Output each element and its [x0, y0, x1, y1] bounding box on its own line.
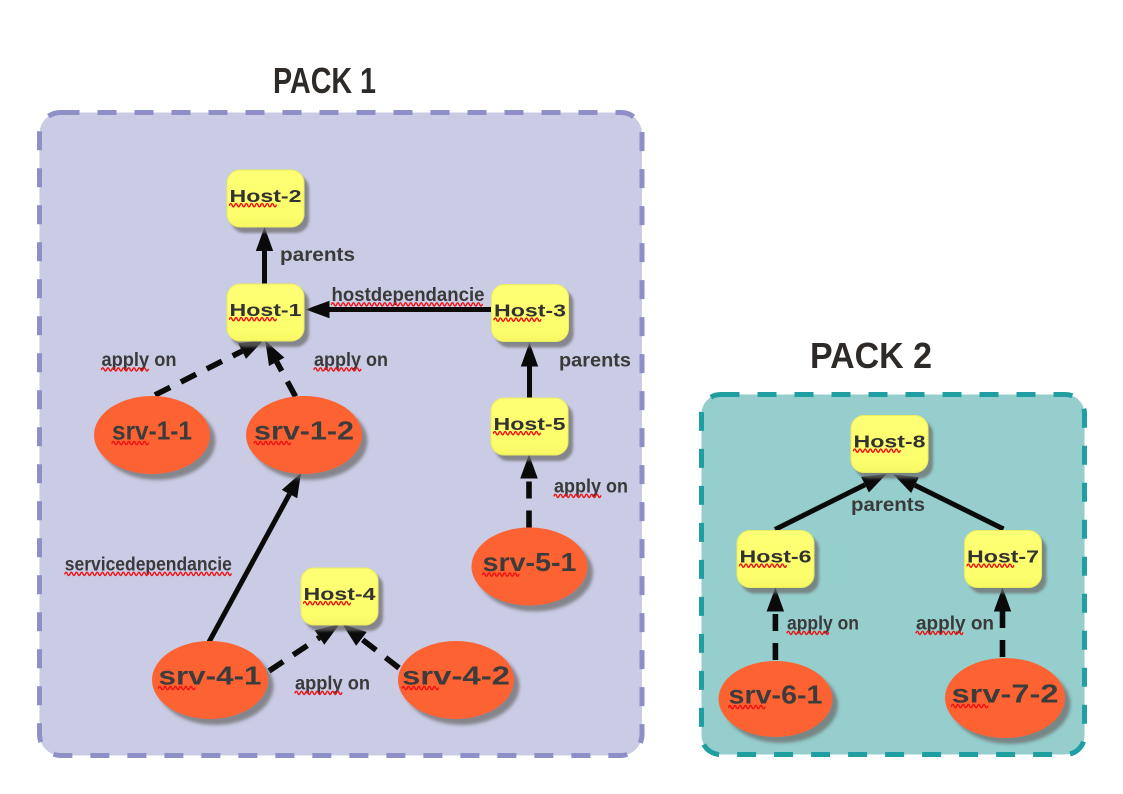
svg-text:srv-6-1: srv-6-1 [729, 680, 823, 710]
svg-text:srv-7-2: srv-7-2 [952, 679, 1059, 709]
svg-text:Host-5: Host-5 [494, 414, 566, 434]
svg-text:apply on: apply on [787, 614, 859, 635]
svg-text:apply on: apply on [916, 614, 994, 635]
svg-text:parents: parents [851, 495, 925, 516]
svg-text:Host-2: Host-2 [230, 186, 302, 206]
svg-text:Host-7: Host-7 [967, 547, 1039, 567]
svg-text:Host-6: Host-6 [740, 547, 812, 567]
svg-text:srv-5-1: srv-5-1 [483, 547, 577, 577]
svg-text:Host-4: Host-4 [304, 584, 376, 604]
svg-text:srv-1-1: srv-1-1 [112, 416, 192, 446]
svg-text:Host-8: Host-8 [854, 432, 926, 452]
svg-text:apply on: apply on [554, 477, 628, 498]
svg-text:apply on: apply on [314, 350, 388, 371]
svg-text:srv-4-1: srv-4-1 [159, 661, 262, 691]
svg-text:apply on: apply on [102, 350, 177, 371]
svg-text:parents: parents [559, 351, 631, 372]
svg-text:Host-1: Host-1 [230, 300, 302, 320]
svg-text:servicedependancie: servicedependancie [65, 555, 232, 576]
svg-text:srv-4-2: srv-4-2 [402, 661, 510, 691]
svg-text:PACK 1: PACK 1 [273, 60, 376, 101]
svg-text:srv-1-2: srv-1-2 [254, 416, 354, 446]
svg-text:apply on: apply on [295, 674, 370, 695]
svg-text:parents: parents [280, 245, 355, 266]
svg-text:hostdependancie: hostdependancie [332, 285, 485, 306]
svg-text:Host-3: Host-3 [494, 301, 566, 321]
svg-text:PACK 2: PACK 2 [810, 335, 932, 376]
